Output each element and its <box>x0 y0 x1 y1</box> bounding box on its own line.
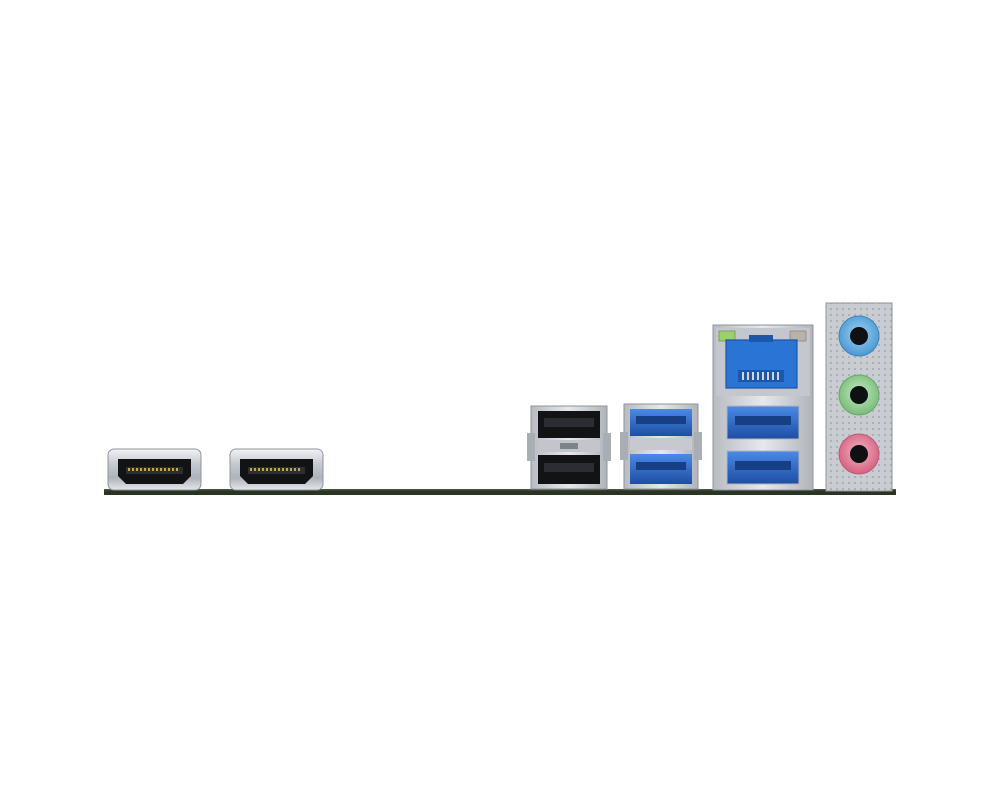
usb3-port-3[interactable] <box>726 405 800 440</box>
audio-stack <box>825 302 893 492</box>
usb3-port-4[interactable] <box>726 450 800 485</box>
usb3-port-2[interactable] <box>630 454 692 484</box>
usb2-port-1[interactable] <box>538 411 600 438</box>
hdmi-port-2[interactable] <box>229 448 324 491</box>
usb3-port-1[interactable] <box>630 409 692 436</box>
pcb-edge <box>104 489 896 495</box>
lan-led-right <box>789 330 807 342</box>
usb2-stack <box>527 405 611 490</box>
hdmi-port-1[interactable] <box>107 448 202 491</box>
usb2-port-2[interactable] <box>538 455 600 484</box>
lan-usb3-combo <box>712 324 814 491</box>
rj45-lan-port[interactable] <box>725 335 798 389</box>
audio-jack-line-in[interactable] <box>838 315 880 357</box>
usb3-stack-left <box>620 403 702 490</box>
pcb-edge-highlight <box>104 489 896 491</box>
audio-jack-mic[interactable] <box>838 433 880 475</box>
audio-jack-line-out[interactable] <box>838 374 880 416</box>
